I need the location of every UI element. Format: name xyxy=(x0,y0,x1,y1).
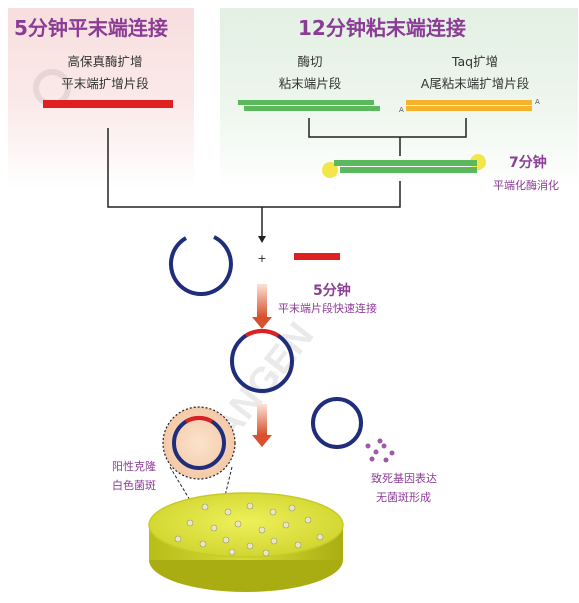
linear-vector-icon xyxy=(168,235,233,296)
blunting-description: 平端化酶消化 xyxy=(493,179,559,192)
a-tail-left-mark: A xyxy=(399,106,404,114)
positive-clone-label: 阳性克隆 xyxy=(112,460,156,473)
insert-fragment xyxy=(294,253,340,260)
ligation-time: 5分钟 xyxy=(313,283,351,299)
blunt-fragment-label: 平末端扩增片段 xyxy=(61,76,149,91)
recombinant-plasmid xyxy=(230,328,294,393)
plasmid-insert xyxy=(244,328,280,338)
sticky-strand-bottom xyxy=(244,106,380,111)
blunting-time: 7分钟 xyxy=(509,155,547,171)
plus-sign: + xyxy=(257,252,266,265)
down-arrow-icon xyxy=(258,236,266,243)
registered-mark: ® xyxy=(270,369,279,383)
transformation-arrow-icon xyxy=(252,404,272,447)
ligation-description: 平末端片段快速连接 xyxy=(278,302,377,315)
white-colonies-icon xyxy=(174,502,324,557)
blunt-end-title: 5分钟平末端连接 xyxy=(14,16,168,40)
high-fidelity-label: 高保真酶扩增 xyxy=(67,54,143,69)
inset-plasmid-insert xyxy=(184,415,214,424)
a-tail-strand-bottom xyxy=(406,106,532,111)
main-merge-connector xyxy=(107,128,401,238)
a-tail-fragment-label: A尾粘末端扩增片段 xyxy=(420,76,530,91)
blunted-strand-top xyxy=(334,160,477,166)
petri-dish xyxy=(148,492,344,592)
blunt-fragment xyxy=(43,100,173,108)
blunted-strand-bottom xyxy=(340,167,477,173)
sticky-fragment-label: 粘末端片段 xyxy=(278,76,342,91)
empty-vector-icon xyxy=(311,397,363,449)
ligation-arrow-icon xyxy=(252,284,272,329)
white-colony-label: 白色菌斑 xyxy=(112,479,156,492)
a-tail-right-mark: A xyxy=(535,98,540,106)
sticky-end-panel xyxy=(220,8,578,188)
taq-amplification-label: Taq扩增 xyxy=(451,54,499,69)
sticky-end-title: 12分钟粘末端连接 xyxy=(298,16,466,40)
sticky-end-fragment xyxy=(238,100,380,111)
a-tail-fragment xyxy=(406,100,532,111)
positive-clone-inset xyxy=(162,406,236,526)
dead-cells-icon xyxy=(365,438,395,463)
lethal-gene-label: 致死基因表达 xyxy=(371,472,437,485)
sticky-merge-connector xyxy=(308,118,467,156)
blunt-end-panel xyxy=(8,8,194,188)
watermark-logo-icon xyxy=(33,69,71,107)
a-tail-strand-top xyxy=(406,100,532,105)
sticky-strand-top xyxy=(238,100,374,105)
digestion-label: 酶切 xyxy=(297,54,323,69)
no-colony-label: 无菌斑形成 xyxy=(376,491,431,504)
blunting-fragment xyxy=(322,154,486,178)
